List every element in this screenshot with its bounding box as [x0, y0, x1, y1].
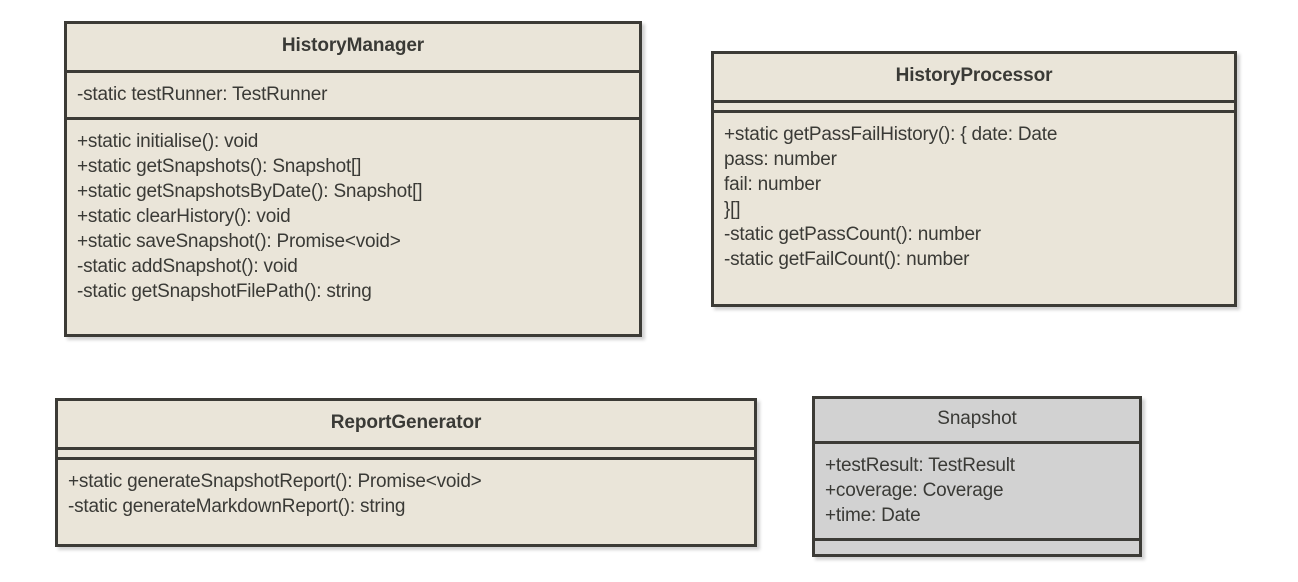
methods-compartment-history-processor: +static getPassFailHistory(): { date: Da… — [714, 109, 1234, 304]
class-title-history-manager: HistoryManager — [281, 35, 425, 56]
method-line: pass: number — [724, 148, 837, 170]
class-title-snapshot: Snapshot — [937, 408, 1017, 429]
method-line: -static getSnapshotFilePath(): string — [77, 280, 372, 302]
method-line: -static addSnapshot(): void — [77, 255, 298, 277]
method-line: -static getFailCount(): number — [724, 248, 970, 270]
method-line: +static getSnapshots(): Snapshot[] — [77, 155, 362, 177]
class-title-history-processor: HistoryProcessor — [895, 65, 1053, 86]
attributes-compartment-empty-report-generator — [58, 446, 754, 457]
method-line: }[] — [724, 198, 741, 220]
attributes-compartment-empty-history-processor — [714, 99, 1234, 110]
attributes-compartment-history-manager: -static testRunner: TestRunner — [67, 69, 639, 117]
method-line: +static saveSnapshot(): Promise<void> — [77, 230, 401, 252]
method-line: +static getPassFailHistory(): { date: Da… — [724, 123, 1058, 145]
method-line: +static getSnapshotsByDate(): Snapshot[] — [77, 180, 423, 202]
method-line: -static generateMarkdownReport(): string — [68, 495, 406, 517]
method-line: fail: number — [724, 173, 821, 195]
attribute-line: +testResult: TestResult — [825, 454, 1015, 476]
attribute-line: +coverage: Coverage — [825, 479, 1004, 501]
method-line: +static generateSnapshotReport(): Promis… — [68, 470, 482, 492]
method-line: -static getPassCount(): number — [724, 223, 981, 245]
method-line: +static clearHistory(): void — [77, 205, 291, 227]
uml-class-snapshot[interactable]: Snapshot +testResult: TestResult +coverage… — [812, 396, 1142, 557]
attribute-line: +time: Date — [825, 504, 921, 526]
attribute-line: -static testRunner: TestRunner — [77, 83, 328, 105]
uml-class-report-generator[interactable]: ReportGenerator +static generateSnapshotR… — [55, 398, 757, 547]
attributes-compartment-snapshot: +testResult: TestResult +coverage: Covera… — [815, 440, 1139, 538]
method-line: +static initialise(): void — [77, 130, 259, 152]
methods-compartment-history-manager: +static initialise(): void +static getSna… — [67, 116, 639, 334]
uml-class-history-processor[interactable]: HistoryProcessor +static getPassFailHisto… — [711, 51, 1237, 307]
methods-compartment-empty-snapshot — [815, 537, 1139, 548]
uml-class-history-manager[interactable]: HistoryManager -static testRunner: TestRu… — [64, 21, 642, 337]
methods-compartment-report-generator: +static generateSnapshotReport(): Promis… — [58, 456, 754, 544]
class-title-report-generator: ReportGenerator — [330, 412, 482, 433]
